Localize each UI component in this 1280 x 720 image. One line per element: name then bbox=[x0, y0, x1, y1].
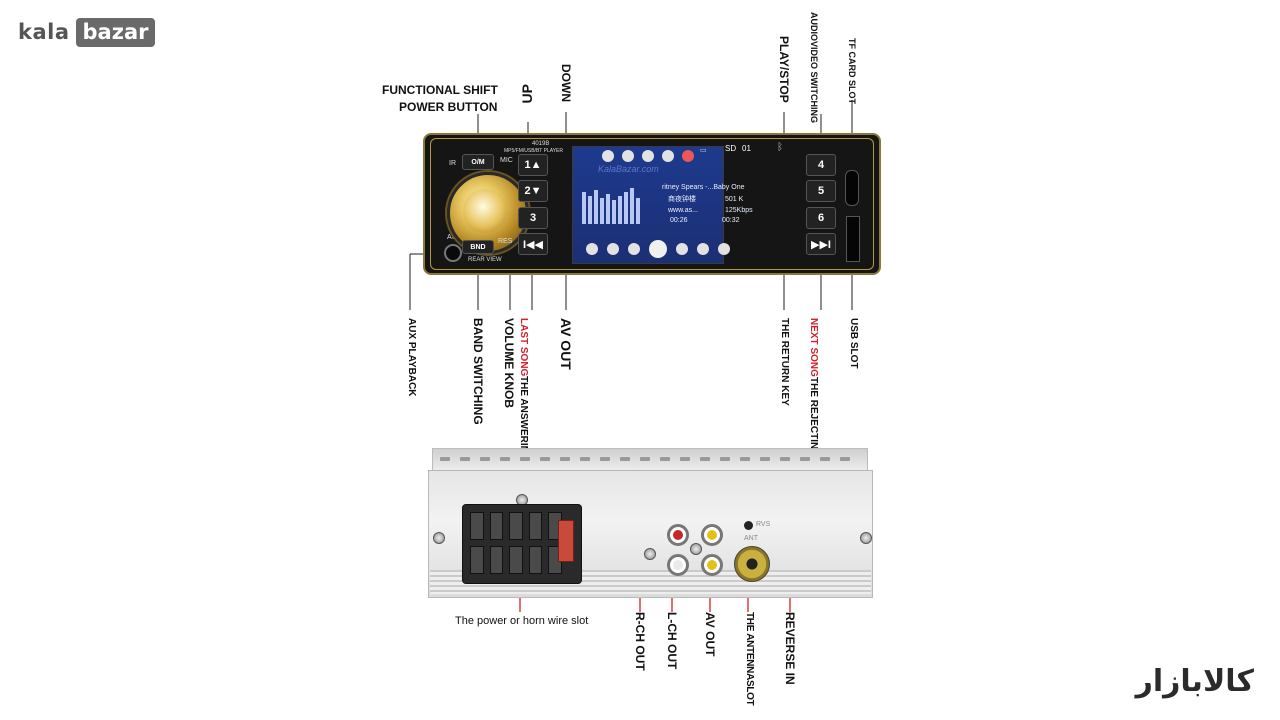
ant-label: ANT bbox=[744, 535, 758, 542]
tf-card-slot[interactable] bbox=[845, 170, 859, 206]
control-icon-3 bbox=[628, 243, 640, 255]
play-icon bbox=[649, 240, 667, 258]
label-usb-slot: USB SLOT bbox=[848, 318, 859, 369]
label-av-out-front: AV OUT bbox=[558, 318, 574, 370]
label-down: DOWN bbox=[559, 64, 573, 102]
screw-right bbox=[860, 532, 872, 544]
screen-size: 501 K bbox=[725, 196, 744, 203]
rca-av-out[interactable] bbox=[701, 554, 723, 576]
label-tf-card-slot: TF CARD SLOT bbox=[847, 38, 857, 104]
control-icon-6 bbox=[697, 243, 709, 255]
rear-view-label: REAR VIEW bbox=[468, 257, 502, 263]
label-l-ch-out: L-CH OUT bbox=[665, 612, 679, 670]
label-volume-knob: VOLUME KNOB bbox=[502, 318, 516, 408]
screen-icon-2 bbox=[622, 150, 634, 162]
label-power-slot: The power or horn wire slot bbox=[455, 615, 589, 627]
button-2-down[interactable]: 2▼ bbox=[518, 180, 548, 202]
rca-yellow-core bbox=[707, 530, 717, 540]
screen-total: 00:32 bbox=[722, 217, 740, 224]
rca-red-core bbox=[673, 530, 683, 540]
screen-album: 商夜钟楼 bbox=[668, 196, 696, 203]
rca-l-ch-out[interactable] bbox=[667, 554, 689, 576]
volume-knob-center bbox=[463, 189, 507, 233]
band-button[interactable]: BND bbox=[462, 240, 494, 254]
antenna-socket[interactable] bbox=[734, 546, 770, 582]
connector-pins bbox=[470, 512, 562, 574]
brand-logo-fa: کالابازار bbox=[1135, 664, 1254, 699]
rca-reverse-in[interactable] bbox=[701, 524, 723, 546]
label-power-button: POWER BUTTON bbox=[399, 100, 498, 114]
logo-text-left: kala bbox=[18, 20, 70, 44]
rvs-label: RVS bbox=[756, 521, 771, 528]
label-play-stop: PLAY/STOP bbox=[777, 36, 791, 103]
screen-top-icons bbox=[602, 150, 694, 162]
label-audio: AUDIO bbox=[809, 12, 819, 41]
button-next-song[interactable]: ▶▶I bbox=[806, 233, 836, 255]
label-antenna-slot: THE ANTENNASLOT bbox=[744, 612, 755, 706]
label-next-song-group: NEXT SONG THE REJECTING KEY bbox=[808, 318, 819, 480]
sd-status: SD bbox=[725, 144, 737, 153]
usb-slot[interactable] bbox=[846, 216, 860, 262]
label-av-out-rear: AV OUT bbox=[703, 612, 717, 657]
control-icon-2 bbox=[607, 243, 619, 255]
label-reverse-in: REVERSE IN bbox=[783, 612, 797, 685]
control-icon-7 bbox=[718, 243, 730, 255]
label-band-switching: BAND SWITCHING bbox=[471, 318, 485, 425]
track-number: 01 bbox=[742, 144, 751, 153]
screen-elapsed: 00:26 bbox=[670, 217, 688, 224]
head-unit-trim bbox=[430, 138, 874, 270]
screen-bitrate: 125Kbps bbox=[725, 207, 753, 214]
label-up: UP bbox=[519, 84, 535, 104]
label-audio-video: AUDIO VIDEO SWITCHING bbox=[808, 12, 819, 123]
fuse bbox=[558, 520, 574, 562]
screw-ground bbox=[644, 548, 656, 560]
label-next-song: NEXT SONG bbox=[808, 318, 819, 377]
label-last-song: LAST SONG bbox=[518, 318, 529, 377]
button-5-play-stop[interactable]: 5 bbox=[806, 180, 836, 202]
rvs-indicator bbox=[744, 521, 753, 530]
button-1-up[interactable]: 1▲ bbox=[518, 154, 548, 176]
button-last-song[interactable]: I◀◀ bbox=[518, 233, 548, 255]
functional-shift-button[interactable]: O/M bbox=[462, 154, 494, 170]
screen-icon-5 bbox=[682, 150, 694, 162]
ir-sensor: IR bbox=[449, 160, 456, 167]
sd-icon: ▭ bbox=[700, 147, 707, 154]
model-number: 4019B bbox=[532, 141, 550, 147]
label-return-key: THE RETURN KEY bbox=[779, 318, 790, 406]
screw-left bbox=[433, 532, 445, 544]
control-icon-5 bbox=[676, 243, 688, 255]
brand-logo: kala bazar bbox=[18, 17, 156, 47]
screen-icon-1 bbox=[602, 150, 614, 162]
control-icon-1 bbox=[586, 243, 598, 255]
equalizer-bars bbox=[582, 188, 640, 224]
label-answering-key: THE ANSWERING KEY bbox=[518, 376, 529, 485]
screen-icon-4 bbox=[662, 150, 674, 162]
label-functional-shift: FUNCTIONAL SHIFT bbox=[382, 83, 498, 97]
rca-r-ch-out[interactable] bbox=[667, 524, 689, 546]
rca-white-core bbox=[673, 560, 683, 570]
label-aux-playback: AUX PLAYBACK bbox=[406, 318, 417, 397]
screen-icon-3 bbox=[642, 150, 654, 162]
screw-rca bbox=[690, 543, 702, 555]
mic-label: MIC bbox=[500, 157, 513, 164]
logo-text-right: bazar bbox=[75, 17, 156, 47]
screen-controls bbox=[586, 240, 730, 258]
button-6-return[interactable]: 6 bbox=[806, 207, 836, 229]
screen-url: www.as... bbox=[668, 207, 698, 214]
screen-artist: ritney Spears -...Baby One bbox=[662, 184, 745, 191]
rca-yellow-core-2 bbox=[707, 560, 717, 570]
button-4-audio-video[interactable]: 4 bbox=[806, 154, 836, 176]
model-subtitle: MP5/FM/USB/BT PLAYER bbox=[504, 148, 563, 154]
screen-watermark: KalaBazar.com bbox=[598, 164, 659, 174]
label-last-song-group: LAST SONG THE ANSWERING KEY bbox=[518, 318, 529, 484]
reset-label: RES bbox=[498, 238, 513, 245]
aux-jack[interactable] bbox=[444, 244, 462, 262]
label-video-switching: VIDEO SWITCHING bbox=[809, 41, 819, 124]
chassis-vents bbox=[440, 457, 860, 465]
label-rejecting-key: THE REJECTING KEY bbox=[808, 376, 819, 481]
label-r-ch-out: R-CH OUT bbox=[633, 612, 647, 671]
bluetooth-icon: ᛒ bbox=[777, 142, 783, 153]
button-3-av-out[interactable]: 3 bbox=[518, 207, 548, 229]
